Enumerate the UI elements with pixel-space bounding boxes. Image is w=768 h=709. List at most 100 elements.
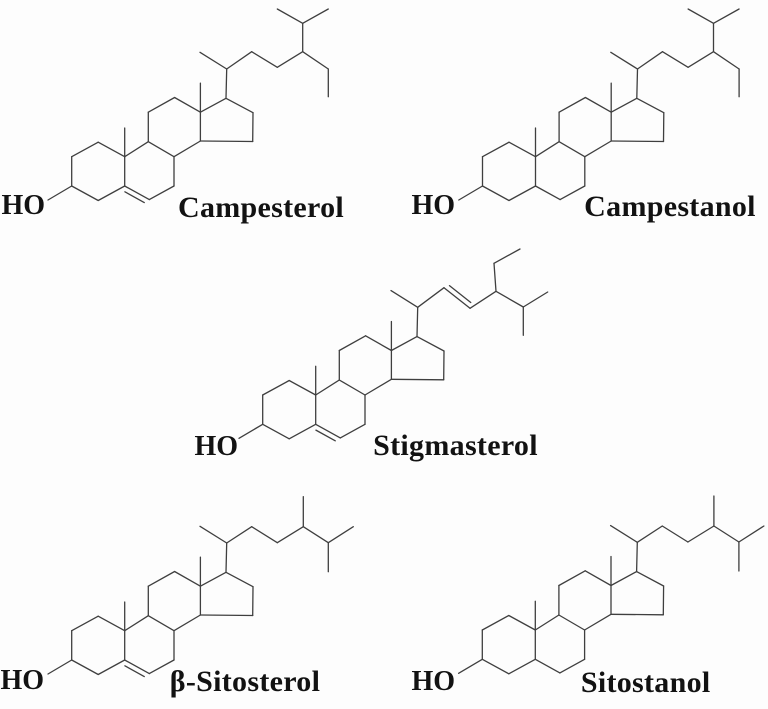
bond-line: [199, 614, 254, 617]
bond-line: [71, 615, 99, 632]
bond-line: [226, 526, 253, 544]
bond-line: [173, 614, 202, 632]
bond-line: [302, 8, 329, 24]
bond-line: [558, 141, 586, 158]
bond-line: [493, 262, 497, 292]
hydroxyl-label: HO: [1, 190, 45, 221]
bond-line: [508, 185, 537, 202]
molecule-name-beta-sitosterol: β-Sitosterol: [169, 665, 321, 698]
bond-line: [508, 141, 537, 158]
bond-line: [173, 140, 202, 158]
bond-line: [610, 51, 639, 70]
bond-line: [276, 8, 304, 24]
double-bond-line: [124, 665, 145, 678]
bond-line: [687, 525, 715, 543]
bond-line: [481, 614, 510, 631]
bond-line: [417, 287, 445, 308]
double-bond-line: [315, 429, 336, 442]
bond-line: [584, 140, 612, 158]
structure-sitostanol: [457, 495, 765, 675]
bond-line: [390, 378, 445, 381]
bond-line: [609, 524, 638, 543]
bond-line: [315, 379, 340, 396]
bond-line: [636, 51, 664, 70]
bond-line: [534, 141, 560, 158]
bond-line: [610, 570, 638, 587]
double-bond-line: [448, 284, 472, 304]
bond-line: [493, 248, 521, 264]
structure-campestanol: [458, 8, 740, 202]
bond-line: [71, 659, 99, 676]
bond-line: [558, 570, 586, 587]
bond-line: [97, 185, 126, 202]
molecule-name-stigmasterol: Stigmasterol: [373, 429, 538, 462]
bond-line: [147, 570, 176, 587]
bond-line: [47, 659, 73, 675]
molecule-name-campestanol: Campestanol: [584, 190, 756, 223]
bond-line: [635, 570, 665, 587]
bond-line: [661, 525, 689, 543]
bond-line: [636, 525, 663, 543]
bond-line: [584, 570, 612, 587]
bond-line: [481, 141, 510, 158]
bond-line: [508, 658, 536, 675]
bond-line: [458, 185, 484, 201]
bond-line: [522, 291, 549, 308]
bond-line: [251, 51, 278, 68]
bond-line: [457, 658, 483, 674]
bond-line: [199, 97, 227, 113]
bond-line: [148, 659, 175, 675]
bond-line: [71, 185, 99, 202]
bond-line: [147, 141, 175, 158]
bond-line: [364, 378, 393, 396]
double-bond-line: [124, 191, 145, 204]
hydroxyl-label: HO: [411, 666, 455, 697]
molecule-name-campesterol: Campesterol: [177, 191, 345, 224]
bond-line: [635, 541, 638, 573]
bond-line: [534, 658, 561, 674]
bond-line: [199, 51, 228, 70]
bond-line: [262, 423, 290, 440]
bond-line: [558, 614, 586, 631]
bond-line: [738, 525, 765, 543]
bond-line: [559, 658, 586, 674]
bond-line: [559, 185, 586, 201]
bond-line: [364, 335, 393, 352]
bond-line: [199, 571, 227, 587]
bond-line: [148, 185, 175, 201]
bond-line: [687, 8, 715, 24]
bond-line: [199, 525, 228, 544]
bond-line: [124, 615, 149, 632]
structure-stigmasterol: [238, 248, 549, 442]
bond-line: [225, 542, 228, 573]
bond-line: [390, 289, 419, 308]
hydroxyl-label: HO: [194, 431, 238, 462]
bond-line: [712, 51, 740, 70]
bond-line: [508, 614, 536, 631]
bond-line: [534, 185, 561, 201]
bond-line: [469, 290, 497, 309]
bond-line: [610, 97, 638, 113]
bond-line: [302, 51, 329, 70]
bond-line: [416, 306, 419, 338]
bond-line: [661, 51, 689, 68]
bond-line: [124, 141, 149, 158]
bond-line: [302, 526, 329, 544]
bond-line: [288, 423, 317, 440]
bond-line: [238, 423, 264, 439]
bond-line: [338, 335, 367, 352]
bond-line: [712, 8, 740, 24]
bond-line: [173, 96, 202, 113]
bond-line: [226, 51, 253, 70]
bond-line: [276, 51, 304, 68]
bond-line: [495, 290, 524, 308]
bond-line: [124, 659, 150, 675]
bond-line: [315, 423, 341, 439]
structure-sitosterol: [47, 496, 354, 678]
bond-line: [584, 96, 612, 113]
bond-line: [339, 423, 366, 439]
bond-line: [147, 615, 175, 632]
bond-line: [199, 140, 254, 143]
bond-line: [534, 614, 560, 631]
